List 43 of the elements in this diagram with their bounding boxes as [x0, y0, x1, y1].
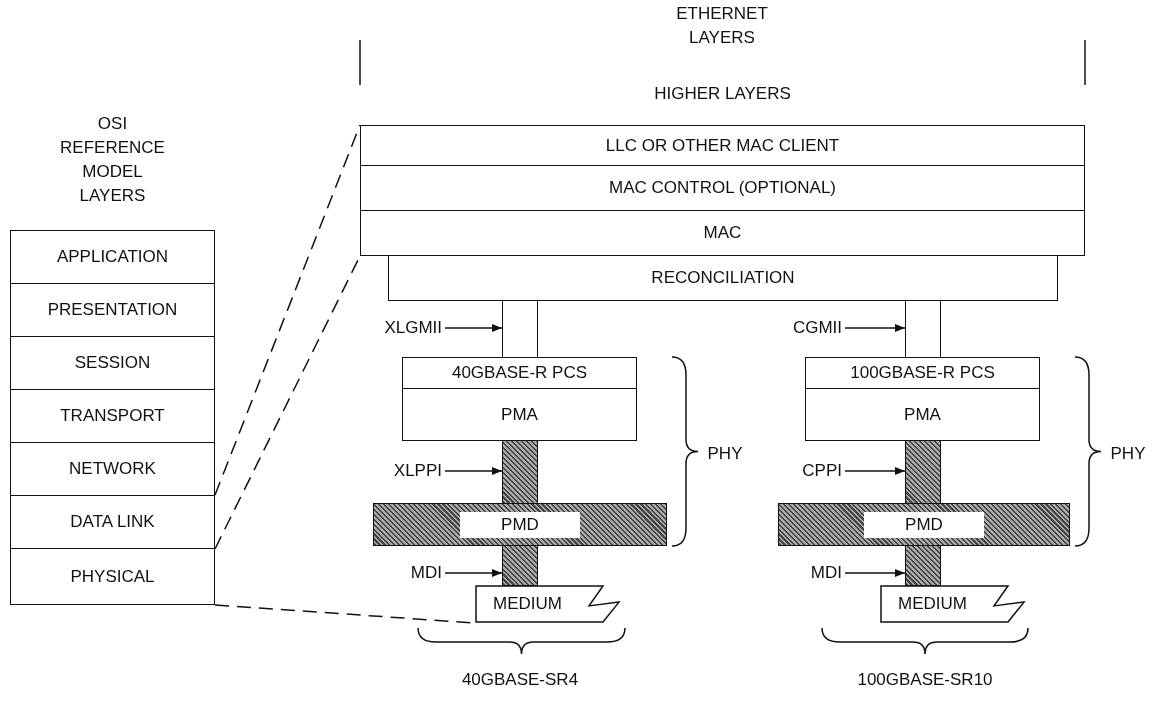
- arrow: [844, 569, 906, 577]
- layer-box: PMD: [460, 512, 580, 538]
- interface-bar: [905, 545, 941, 586]
- layer-box: 40GBASE-R PCS: [402, 357, 637, 389]
- layer-box: MAC: [360, 210, 1085, 256]
- section-heading: ETHERNET LAYERS: [675, 3, 769, 49]
- section-heading: HIGHER LAYERS: [653, 83, 792, 105]
- phy-label: PHY: [1109, 443, 1147, 465]
- interface-label: MDI: [370, 561, 442, 585]
- arrow: [844, 324, 906, 332]
- layer-box: PMA: [805, 388, 1040, 441]
- interface-label: MDI: [770, 561, 842, 585]
- layer-box: 100GBASE-R PCS: [805, 357, 1040, 389]
- interface-bar: [502, 440, 538, 504]
- layer-box: PRESENTATION: [10, 283, 215, 337]
- layer-box: TRANSPORT: [10, 389, 215, 443]
- arrow: [444, 467, 503, 475]
- layer-box: NETWORK: [10, 442, 215, 496]
- interface-bar: [502, 545, 538, 586]
- layer-box: DATA LINK: [10, 495, 215, 549]
- column-heading: OSI REFERENCE MODEL LAYERS: [59, 113, 166, 207]
- layer-box: PMD: [864, 512, 984, 538]
- arrow: [844, 467, 906, 475]
- phy-label: PHY: [706, 443, 744, 465]
- layer-box: PMA: [402, 388, 637, 441]
- interface-bar: [905, 440, 941, 504]
- interface-label: XLPPI: [370, 459, 442, 483]
- interface-bar: [502, 300, 538, 358]
- layer-box: MAC CONTROL (OPTIONAL): [360, 165, 1085, 211]
- layer-box: APPLICATION: [10, 230, 215, 284]
- arrow: [444, 324, 503, 332]
- variant-label: 40GBASE-SR4: [460, 669, 580, 691]
- layer-box: SESSION: [10, 336, 215, 390]
- variant-label: 100GBASE-SR10: [856, 669, 994, 691]
- layer-box: PHYSICAL: [10, 548, 215, 605]
- layer-box: RECONCILIATION: [388, 255, 1058, 301]
- dashed-line: [214, 124, 361, 496]
- interface-bar: [905, 300, 941, 358]
- interface-label: XLGMII: [370, 316, 442, 340]
- interface-label: CGMII: [770, 316, 842, 340]
- layer-box: LLC OR OTHER MAC CLIENT: [360, 125, 1085, 166]
- arrow: [444, 569, 503, 577]
- interface-label: CPPI: [770, 459, 842, 483]
